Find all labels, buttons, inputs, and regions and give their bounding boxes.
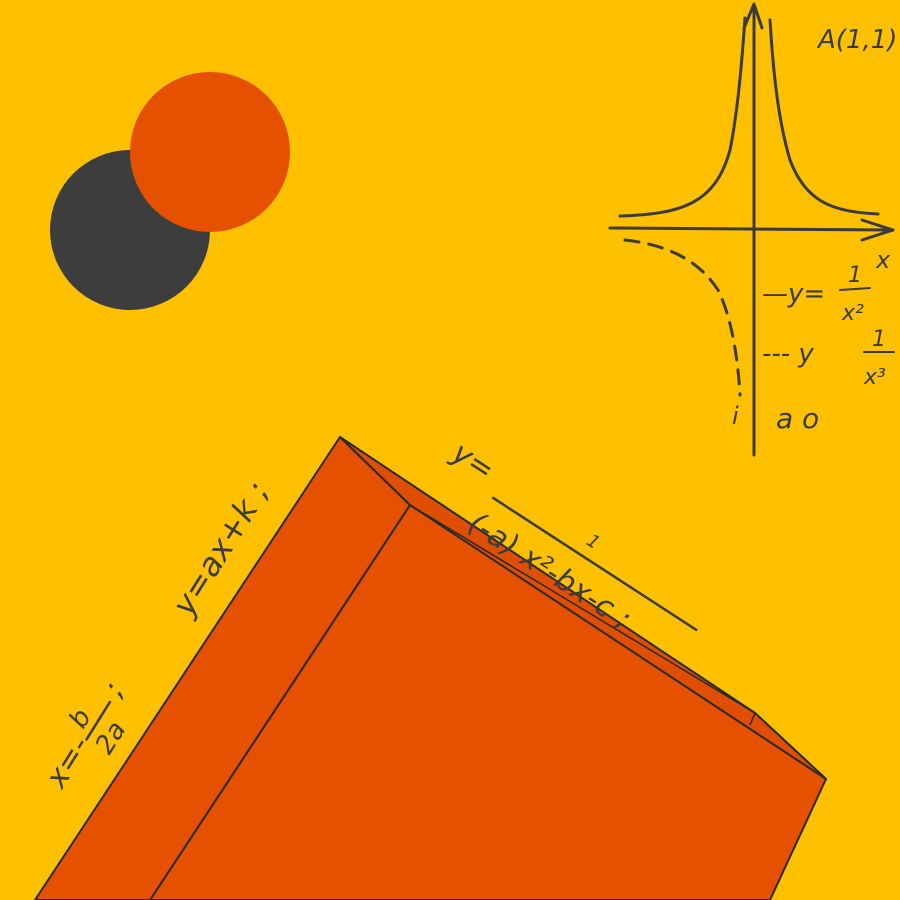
curve-one-over-x-squared [768,18,880,216]
legend-solid-denominator: x² [841,301,864,326]
legend-solid-numerator: 1 [848,263,862,288]
legend-solid-label: —y= [762,279,825,309]
graph-bottom-labels: a o [776,402,819,435]
formula-fraction-bar [491,496,698,632]
x-axis-arrow-icon [860,218,895,242]
x-axis-label: x [875,246,891,274]
graph-bottom-mark: i [732,402,739,430]
orange-circle [130,72,290,232]
legend-dashed-label: --- y [762,339,814,369]
legend-dashed-denominator: x³ [863,365,886,390]
curve-one-over-x-squared [618,16,747,218]
point-label: A(1,1) [816,25,897,55]
x-axis [608,226,895,232]
legend-dashed-numerator: 1 [872,327,886,352]
book-edge-line [409,504,756,714]
book-top-edge [339,436,827,780]
vertex-fraction-bar [85,700,112,741]
legend-solid-fraction-bar [839,287,871,291]
y-axis-arrow-icon [742,2,764,30]
book-edge-line [749,712,756,726]
book-shape [34,436,827,900]
curve-one-over-x-cubed [623,238,742,397]
hyperbola-graph: A(1,1) x —y= 1 x² --- y 1 x³ i a o [608,2,897,457]
